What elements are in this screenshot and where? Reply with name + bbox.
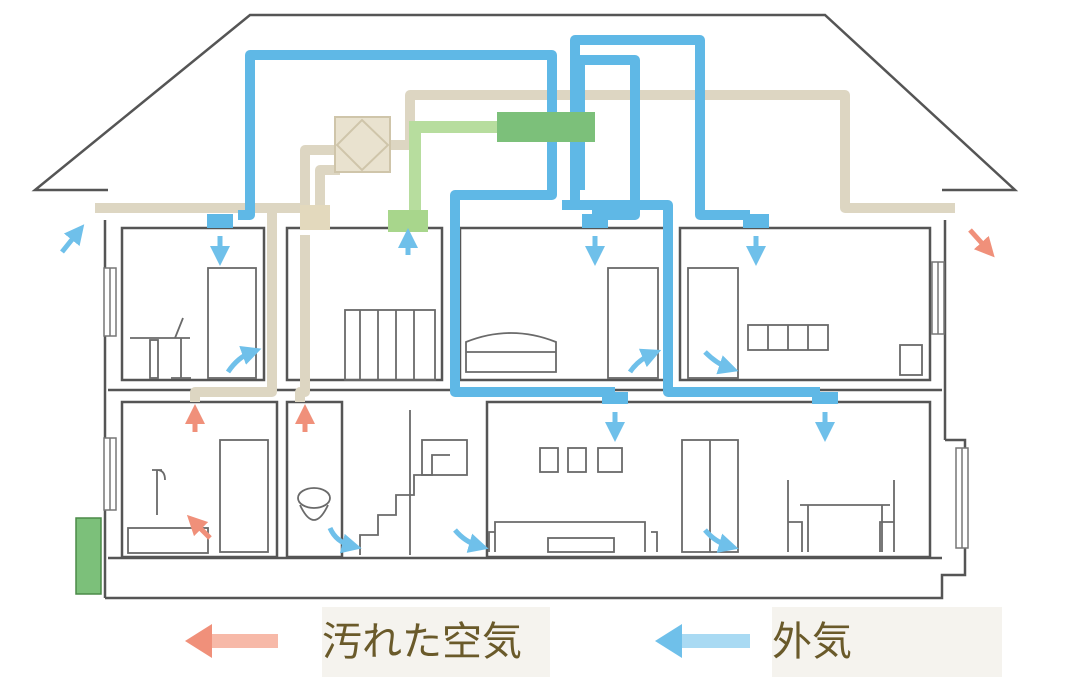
legend-exhaust-arrow [185,624,278,658]
legend-fresh-arrow [655,624,750,658]
fresh-air-arrows [60,224,835,554]
legend-fresh-label: 外気 [772,619,852,665]
outdoor-unit [75,517,102,595]
exhaust-duct [95,90,955,402]
exhaust-box [300,205,330,230]
heat-exchanger-diamond [335,118,390,172]
exhaust-arrows [185,228,995,540]
ventilation-fan [497,112,595,142]
fan-grille [388,210,428,232]
legend-exhaust-box: 汚れた空気 [322,607,550,677]
fan-duct [409,121,497,210]
furniture [127,267,923,555]
legend-fresh-box: 外気 [772,607,1002,677]
side-windows [103,261,969,549]
ceiling-vents [207,214,838,404]
heat-exchanger [334,116,391,173]
upper-rooms [120,226,932,382]
roof [31,13,1019,192]
legend-exhaust-label: 汚れた空気 [322,619,522,665]
